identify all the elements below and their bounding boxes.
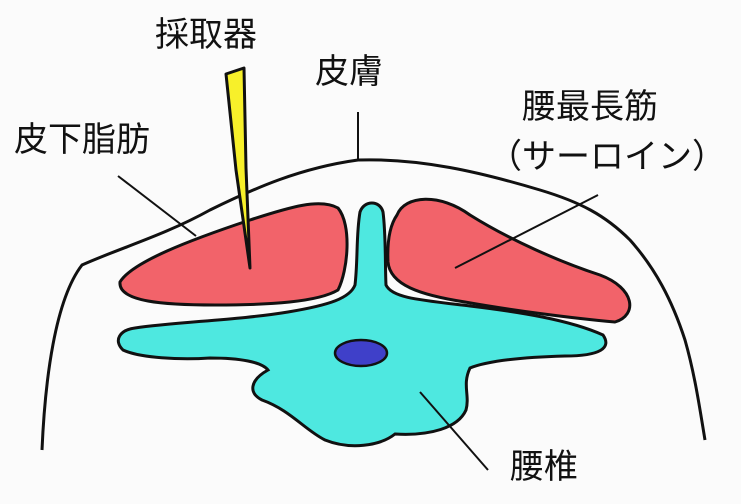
label-loin-muscle-sirloin: （サーロイン）	[488, 140, 726, 174]
label-loin-muscle: 腰最長筋	[522, 90, 658, 124]
label-subcutaneous-fat: 皮下脂肪	[14, 123, 150, 157]
label-sampling-tool: 採取器	[155, 18, 257, 52]
spinal-canal	[335, 340, 387, 366]
label-lumbar-vertebra: 腰椎	[510, 450, 578, 484]
leader-line-subcutaneous-fat	[118, 176, 196, 236]
left-muscle	[120, 204, 347, 305]
label-skin: 皮膚	[315, 55, 383, 89]
